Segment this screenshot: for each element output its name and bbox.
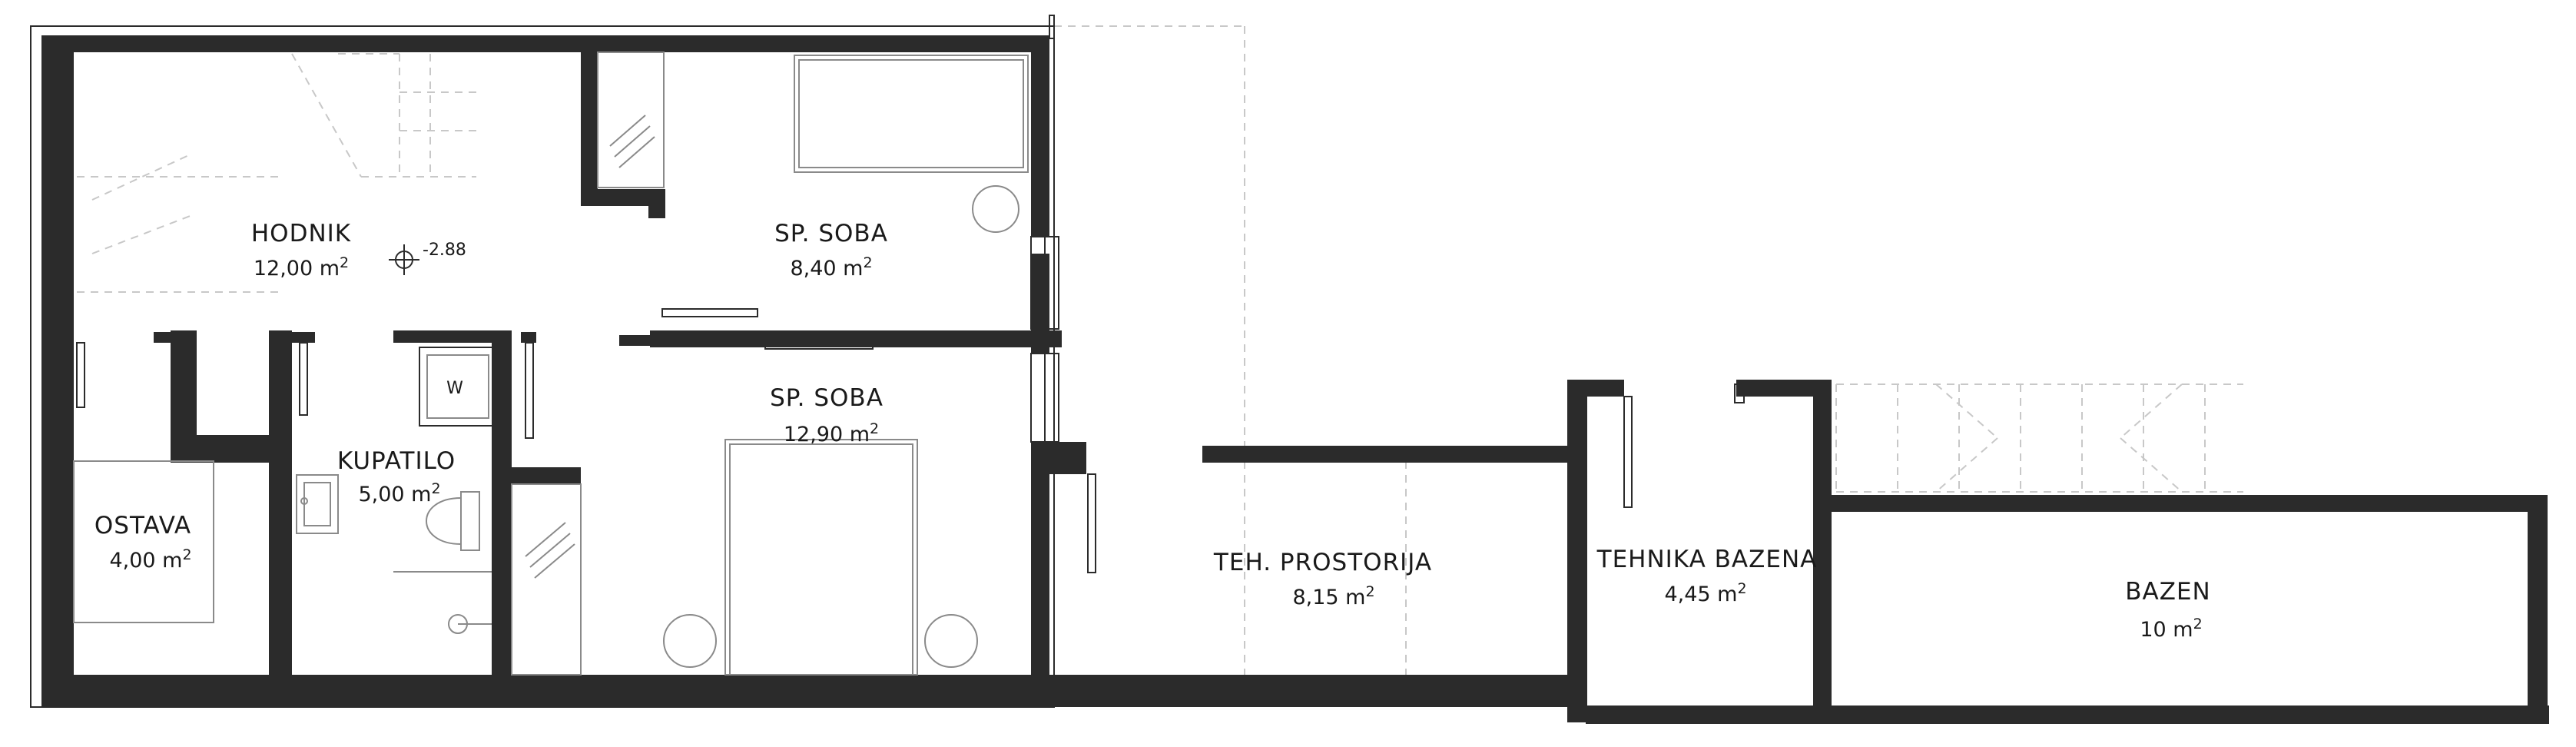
room-area-sup: 2 bbox=[182, 546, 191, 563]
room-name: SP. SOBA bbox=[770, 384, 884, 412]
room-name: OSTAVA bbox=[94, 512, 191, 540]
room-name: TEH. PROSTORIJA bbox=[1213, 549, 1432, 576]
room-area-sup: 2 bbox=[863, 254, 872, 271]
dashed-projection-lines bbox=[77, 25, 2243, 684]
svg-text:12,90 m2: 12,90 m2 bbox=[784, 420, 879, 447]
bathroom-fixtures: W bbox=[296, 347, 497, 634]
stairs-top-left bbox=[91, 53, 476, 254]
room-label-sp-soba-2: SP. SOBA 12,90 m2 bbox=[770, 384, 884, 447]
room-label-bazen: BAZEN 10 m2 bbox=[2125, 578, 2211, 642]
windows bbox=[1030, 15, 1059, 443]
room-area: 12,00 m bbox=[254, 257, 340, 281]
room-area: 4,45 m bbox=[1664, 583, 1737, 606]
room-name: SP. SOBA bbox=[774, 220, 888, 247]
room-area-sup: 2 bbox=[1365, 583, 1374, 600]
svg-text:8,15 m2: 8,15 m2 bbox=[1292, 583, 1374, 609]
room-area-sup: 2 bbox=[2193, 616, 2203, 632]
room-area-sup: 2 bbox=[870, 420, 879, 437]
room-label-sp-soba-1: SP. SOBA 8,40 m2 bbox=[774, 220, 888, 281]
room-area: 10 m bbox=[2140, 618, 2193, 642]
furniture bbox=[73, 51, 1029, 676]
room-label-teh-prostorija: TEH. PROSTORIJA 8,15 m2 bbox=[1213, 549, 1432, 609]
room-area: 8,15 m bbox=[1292, 586, 1365, 609]
room-area: 4,00 m bbox=[109, 549, 182, 573]
svg-text:12,00 m2: 12,00 m2 bbox=[254, 254, 349, 281]
svg-text:4,00 m2: 4,00 m2 bbox=[109, 546, 191, 573]
svg-text:10 m2: 10 m2 bbox=[2140, 616, 2202, 642]
room-area: 8,40 m bbox=[790, 257, 863, 281]
room-label-tehnika-bazena: TEHNIKA BAZENA 4,45 m2 bbox=[1596, 546, 1818, 606]
room-label-ostava: OSTAVA 4,00 m2 bbox=[94, 512, 192, 573]
walls bbox=[41, 35, 2549, 724]
room-name: BAZEN bbox=[2125, 578, 2211, 606]
stairs-bazen bbox=[1835, 383, 2206, 493]
svg-text:4,45 m2: 4,45 m2 bbox=[1664, 580, 1746, 606]
room-area-sup: 2 bbox=[431, 480, 440, 497]
svg-text:5,00 m2: 5,00 m2 bbox=[358, 480, 440, 506]
room-area: 5,00 m bbox=[358, 483, 431, 506]
room-name: KUPATILO bbox=[337, 447, 456, 475]
room-label-kupatilo: KUPATILO 5,00 m2 bbox=[337, 447, 456, 506]
room-area-sup: 2 bbox=[1737, 580, 1746, 597]
level-mark-text: -2.88 bbox=[423, 241, 466, 260]
room-name: HODNIK bbox=[251, 220, 351, 247]
room-area-sup: 2 bbox=[340, 254, 349, 271]
doors bbox=[76, 308, 1745, 573]
room-label-hodnik: HODNIK 12,00 m2 bbox=[251, 220, 351, 281]
room-area: 12,90 m bbox=[784, 423, 870, 447]
svg-text:8,40 m2: 8,40 m2 bbox=[790, 254, 872, 281]
room-name: TEHNIKA BAZENA bbox=[1596, 546, 1818, 573]
wc-label: W bbox=[446, 379, 463, 398]
level-marker: -2.88 bbox=[389, 241, 466, 275]
